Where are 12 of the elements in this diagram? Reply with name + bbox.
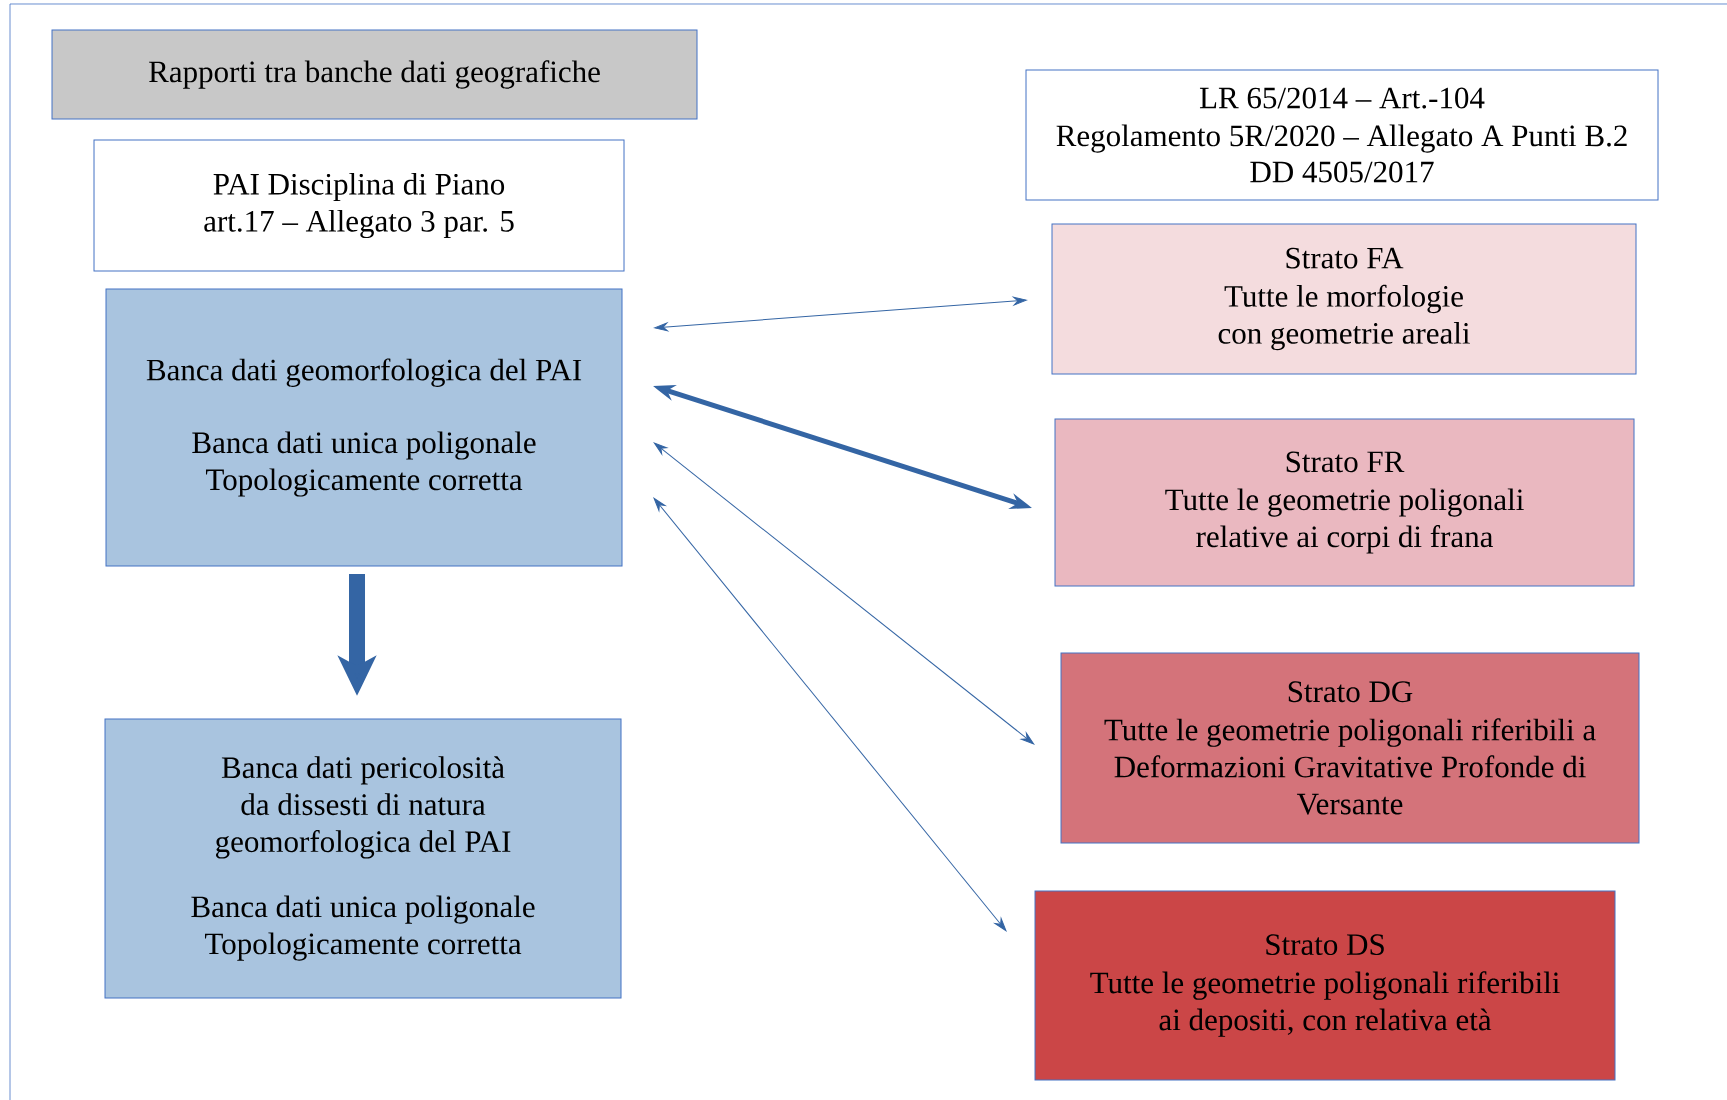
layer-box: Strato DS Tutte le geometrie poligonali riferibili ai depositi, con relativa età (1034, 890, 1616, 1081)
note-box: PAI Disciplina di Piano art.17 – Allegato 3 par. 5 (93, 139, 625, 272)
database-box: Banca dati pericolosità da dissesti di natura geomorfologica del PAI Banca dati unica poligonale Topologicamente corretta (104, 718, 622, 999)
arrow (653, 442, 1035, 745)
arrow (653, 497, 1007, 932)
reference-box: LR 65/2014 – Art.-104 Regolamento 5R/2020 – Allegato A Punti B.2 DD 4505/2017 (1025, 69, 1659, 201)
layer-box: Strato DG Tutte le geometrie poligonali riferibili a Deformazioni Gravitative Profonde di Versante (1060, 652, 1640, 844)
arrow (654, 296, 1027, 332)
title-box: Rapporti tra banche dati geografiche (51, 29, 698, 120)
layer-box: Strato FA Tutte le morfologie con geometrie areali (1051, 223, 1637, 375)
database-box: Banca dati geomorfologica del PAI Banca dati unica poligonale Topologicamente corretta (105, 288, 623, 567)
layer-box: Strato FR Tutte le geometrie poligonali relative ai corpi di frana (1054, 418, 1635, 587)
